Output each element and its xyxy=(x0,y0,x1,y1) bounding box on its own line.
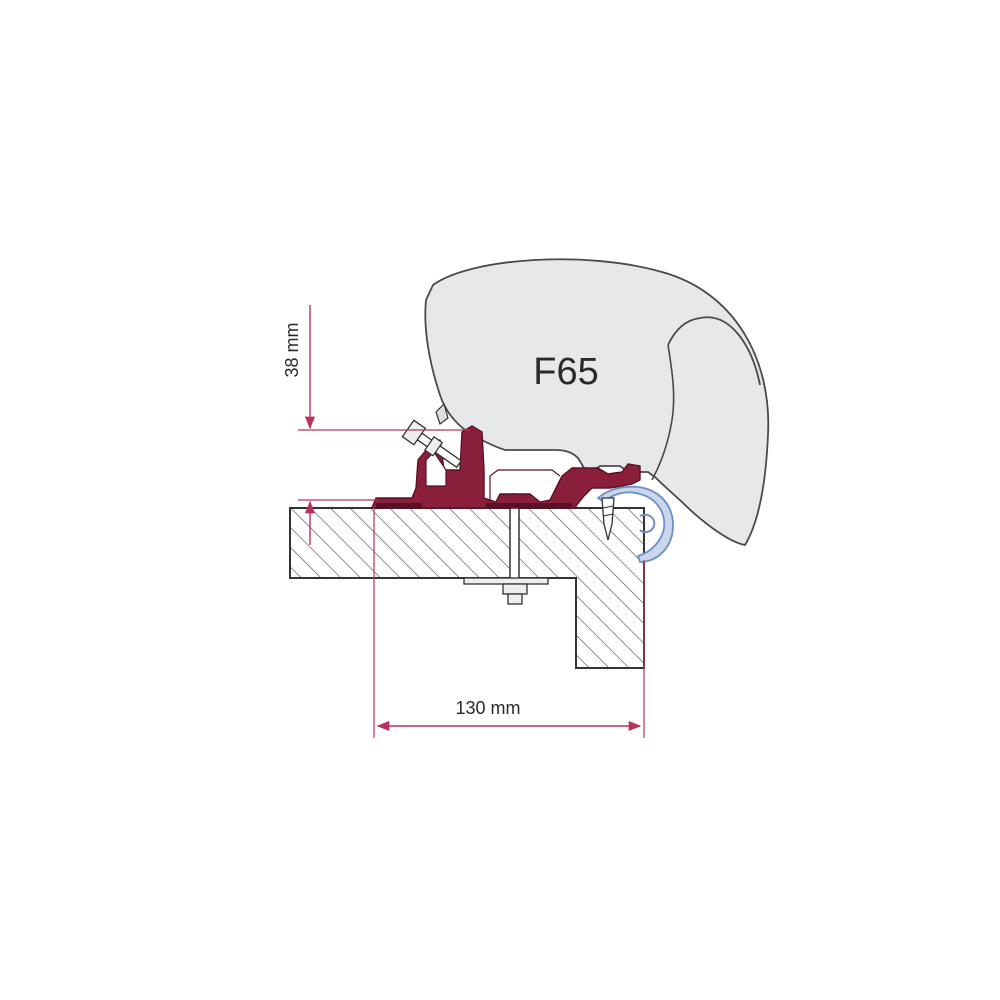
rail-screw-thread-2 xyxy=(602,513,614,517)
rail-hook xyxy=(639,513,656,534)
awning-model-label: F65 xyxy=(533,351,598,393)
bolt-end xyxy=(507,593,523,605)
awning-front-edge xyxy=(651,344,675,481)
awning-front-panel xyxy=(667,316,761,386)
awning-body xyxy=(424,258,770,546)
bracket-serration-left xyxy=(376,503,422,508)
height-dimension-label: 38 mm xyxy=(282,322,302,377)
width-dimension: 130 mm xyxy=(373,506,645,738)
screw-shaft xyxy=(416,432,463,469)
rail-profile xyxy=(596,485,674,563)
bracket-serration-right xyxy=(486,503,572,508)
rail-screw-body xyxy=(601,497,615,541)
screw-nut xyxy=(424,436,444,457)
bracket-channel xyxy=(489,469,561,500)
awning-housing: F65 xyxy=(424,258,770,546)
height-dimension: 38 mm xyxy=(282,305,470,545)
clamp-screw xyxy=(401,419,463,469)
bolt-shaft xyxy=(509,499,520,591)
rail-screw-thread xyxy=(602,505,614,509)
rail-screw xyxy=(601,497,615,541)
bolt-nut xyxy=(502,583,528,595)
clip-tab xyxy=(435,402,449,425)
washer-plate xyxy=(463,577,549,585)
vehicle-wall-section xyxy=(289,507,645,669)
width-dimension-label: 130 mm xyxy=(455,698,520,718)
rain-rail xyxy=(596,485,674,563)
